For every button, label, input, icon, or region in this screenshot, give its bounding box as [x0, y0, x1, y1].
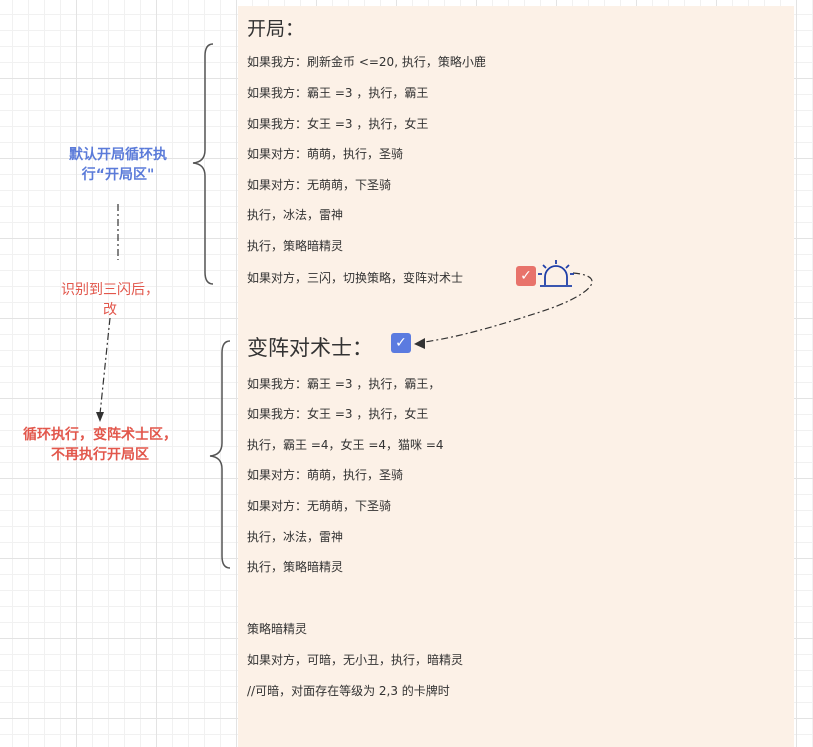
transform-line: 执行，霸王 =4，女王 =4，猫咪 =4 — [247, 438, 444, 452]
opening-line: 如果对方：无萌萌，下圣骑 — [247, 178, 392, 192]
checkbox-checked-icon: ✓ — [391, 333, 411, 353]
opening-line: 如果我方：霸王 =3 ，执行，霸王 — [247, 86, 429, 100]
dark-elf-line: 如果对方，可暗，无小丑，执行，暗精灵 — [247, 653, 464, 667]
transform-title: 变阵对术士： — [247, 336, 373, 360]
transform-brace — [209, 340, 231, 569]
transform-line: 如果我方：霸王 =3 ，执行，霸王， — [247, 377, 441, 391]
opening-line: 执行，策略暗精灵 — [247, 239, 344, 253]
dark-elf-title: 策略暗精灵 — [247, 622, 308, 636]
default-loop-annotation: 默认开局循环执 行“开局区" — [69, 147, 167, 183]
opening-line: 如果对方，三闪，切换策略，变阵对术士 — [247, 271, 464, 285]
transform-line: 执行，冰法，雷神 — [247, 530, 344, 544]
transform-line: 如果对方：萌萌，执行，圣骑 — [247, 468, 404, 482]
alarm-siren-icon — [538, 260, 574, 287]
loop-transform-annotation: 循环执行，变阵术士区， 不再执行开局区 — [23, 427, 177, 463]
opening-line: 如果我方：刷新金币 <=20, 执行，策略小鹿 — [247, 55, 486, 69]
transform-line: 执行，策略暗精灵 — [247, 560, 344, 574]
strategy-panel — [238, 6, 794, 747]
transform-line: 如果对方：无萌萌，下圣骑 — [247, 499, 392, 513]
flow-arrowhead — [96, 412, 104, 422]
switch-arrow — [423, 272, 593, 343]
opening-brace — [192, 43, 214, 285]
checkbox-checked-icon: ✓ — [516, 266, 536, 286]
opening-title: 开局： — [247, 18, 305, 40]
opening-line: 如果我方：女王 =3 ，执行，女王 — [247, 117, 429, 131]
opening-line: 如果对方：萌萌，执行，圣骑 — [247, 147, 404, 161]
switch-arrowhead — [414, 338, 425, 349]
dark-elf-line: //可暗，对面存在等级为 2,3 的卡牌时 — [247, 684, 450, 698]
opening-line: 执行，冰法，雷神 — [247, 208, 344, 222]
recognized-annotation: 识别到三闪后， 改 — [61, 282, 159, 318]
transform-line: 如果我方：女王 =3 ，执行，女王 — [247, 407, 429, 421]
